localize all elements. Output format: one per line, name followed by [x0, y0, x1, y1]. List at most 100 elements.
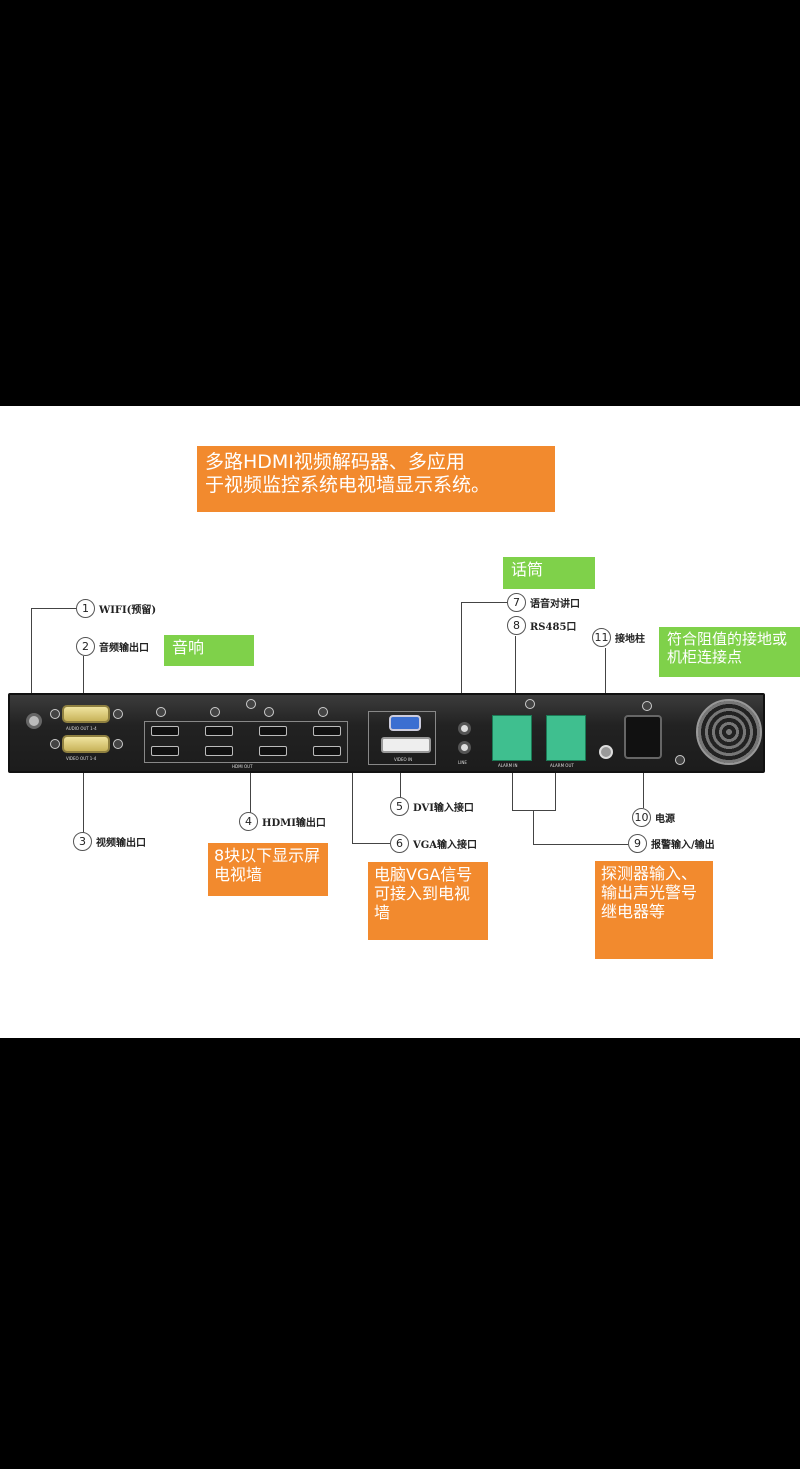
screw-icon: [246, 699, 256, 709]
speaker-label: 音响: [164, 635, 254, 666]
callout-number: 2: [76, 637, 95, 656]
leader-line: [83, 768, 84, 834]
screw-icon: [525, 699, 535, 709]
alarm-out-terminal: [546, 715, 586, 761]
screw-icon: [113, 709, 123, 719]
callout-label: HDMI输出口: [262, 818, 326, 829]
screw-icon: [50, 709, 60, 719]
leader-line: [533, 810, 534, 844]
leader-line: [461, 602, 508, 603]
callout-label: 电源: [655, 814, 675, 825]
hdmi-port: [205, 746, 233, 756]
leader-line: [643, 768, 644, 808]
leader-line: [461, 602, 462, 694]
hdmi-port: [313, 746, 341, 756]
title-box: 多路HDMI视频解码器、多应用 于视频监控系统电视墙显示系统。: [197, 446, 555, 512]
intercom-jack: [458, 741, 471, 754]
leader-line: [83, 656, 84, 696]
callout-wifi: 1 WIFI(预留): [76, 599, 156, 618]
leader-line: [400, 768, 401, 800]
video-out-connector: [62, 735, 110, 753]
callout-number: 1: [76, 599, 95, 618]
leader-line: [31, 608, 77, 609]
hdmi-out-text: HDMI OUT: [232, 764, 253, 769]
hdmi-port: [313, 726, 341, 736]
leader-line: [512, 810, 556, 811]
mic-label: 话筒: [503, 557, 595, 589]
audio-out-text: AUDIO OUT 1-4: [66, 726, 97, 731]
note-alarm: 探测器输入、输出声光警号继电器等: [595, 861, 713, 959]
callout-label: 接地柱: [615, 634, 645, 645]
leader-line: [352, 843, 390, 844]
callout-number: 11: [592, 628, 611, 647]
callout-label: 音频输出口: [99, 643, 149, 654]
hdmi-port: [205, 726, 233, 736]
leader-line: [512, 768, 513, 810]
callout-number: 6: [390, 834, 409, 853]
note-vga: 电脑VGA信号可接入到电视墙: [368, 862, 488, 940]
screw-icon: [318, 707, 328, 717]
diagram-card: 多路HDMI视频解码器、多应用 于视频监控系统电视墙显示系统。 话筒 音响 符合…: [0, 406, 800, 1038]
note-hdmi: 8块以下显示屏电视墙: [208, 843, 328, 896]
callout-label: DVI输入接口: [413, 803, 474, 814]
callout-video-out: 3 视频输出口: [73, 832, 146, 851]
callout-number: 4: [239, 812, 258, 831]
title-line-2: 于视频监控系统电视墙显示系统。: [205, 473, 491, 496]
callout-vga-in: 6 VGA输入接口: [390, 834, 477, 853]
hdmi-port: [259, 746, 287, 756]
callout-number: 8: [507, 616, 526, 635]
callout-number: 3: [73, 832, 92, 851]
screw-icon: [210, 707, 220, 717]
callout-label: 视频输出口: [96, 838, 146, 849]
alarm-in-terminal: [492, 715, 532, 761]
ground-label: 符合阻值的接地或机柜连接点: [659, 627, 800, 677]
leader-line: [250, 768, 251, 814]
leader-line: [533, 844, 628, 845]
callout-label: 语音对讲口: [530, 599, 580, 610]
callout-label: WIFI(预留): [99, 605, 157, 616]
hdmi-port: [151, 726, 179, 736]
vga-port: [389, 715, 421, 731]
leader-line: [555, 768, 556, 810]
callout-alarm-io: 9 报警输入/输出: [628, 834, 715, 853]
callout-label: VGA输入接口: [413, 840, 478, 851]
callout-number: 9: [628, 834, 647, 853]
leader-line: [605, 648, 606, 698]
leader-line: [31, 608, 32, 706]
leader-line: [352, 768, 353, 844]
hdmi-port: [151, 746, 179, 756]
hdmi-port-group: [144, 721, 348, 763]
screw-icon: [50, 739, 60, 749]
ground-post: [599, 745, 613, 759]
screw-icon: [642, 701, 652, 711]
line-text: LINE: [458, 760, 467, 765]
callout-ground: 11 接地柱: [592, 628, 645, 647]
callout-number: 10: [632, 808, 651, 827]
video-in-text: VIDEO IN: [394, 757, 413, 762]
hdmi-port: [259, 726, 287, 736]
fan-icon: [696, 699, 762, 765]
alarm-out-text: ALARM OUT: [550, 763, 574, 768]
screw-icon: [675, 755, 685, 765]
wifi-antenna-port: [26, 713, 42, 729]
callout-number: 7: [507, 593, 526, 612]
callout-audio-out: 2 音频输出口: [76, 637, 149, 656]
screw-icon: [264, 707, 274, 717]
video-in-panel: [368, 711, 436, 765]
dvi-port: [381, 737, 431, 753]
audio-out-connector: [62, 705, 110, 723]
callout-label: 报警输入/输出: [651, 840, 715, 851]
screw-icon: [113, 739, 123, 749]
intercom-jack: [458, 722, 471, 735]
callout-hdmi-out: 4 HDMI输出口: [239, 812, 326, 831]
callout-intercom: 7 语音对讲口: [507, 593, 580, 612]
video-out-text: VIDEO OUT 1-4: [66, 756, 97, 761]
callout-rs485: 8 RS485口: [507, 616, 576, 635]
callout-label: RS485口: [530, 622, 577, 633]
callout-number: 5: [390, 797, 409, 816]
callout-dvi-in: 5 DVI输入接口: [390, 797, 474, 816]
screw-icon: [156, 707, 166, 717]
leader-line: [515, 636, 516, 698]
title-line-1: 多路HDMI视频解码器、多应用: [205, 451, 465, 473]
alarm-in-text: ALARM IN: [498, 763, 518, 768]
